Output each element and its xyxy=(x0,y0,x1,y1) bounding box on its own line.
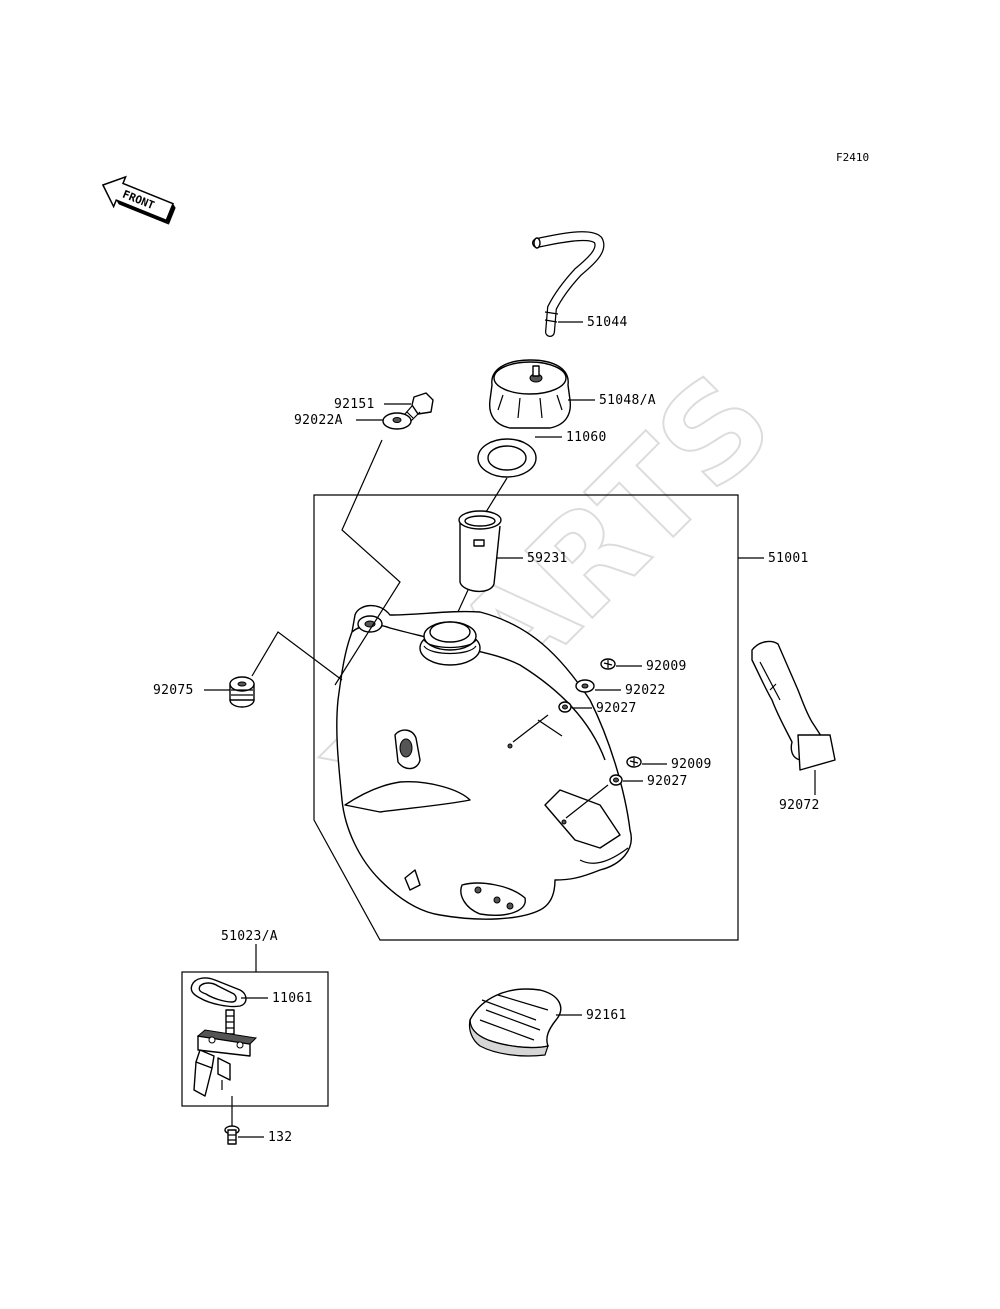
label-92072: 92072 xyxy=(779,798,820,813)
front-arrow-icon: FRONT xyxy=(101,175,176,225)
fuel-cock-part xyxy=(193,1009,258,1097)
label-92027-upper: 92027 xyxy=(596,701,637,716)
assembly-bracket-51001 xyxy=(313,494,739,941)
label-92075: 92075 xyxy=(153,683,194,698)
screw-132-part xyxy=(224,1125,240,1145)
fuel-cock-assembly-box xyxy=(181,971,329,1107)
label-92022: 92022 xyxy=(625,683,666,698)
filter-59231-part xyxy=(458,510,502,592)
washer-92022a-part xyxy=(382,412,412,430)
label-51044: 51044 xyxy=(587,315,628,330)
grommet-92075-part xyxy=(229,676,255,708)
gasket-11061-part xyxy=(190,977,247,1008)
label-92027-lower: 92027 xyxy=(647,774,688,789)
gasket-ring-11060-part xyxy=(477,438,537,478)
label-51001: 51001 xyxy=(768,551,809,566)
breather-hose-part xyxy=(532,231,605,337)
clip-92027-upper-part xyxy=(558,701,572,713)
label-92151: 92151 xyxy=(334,397,375,412)
label-59231: 59231 xyxy=(527,551,568,566)
fuel-cap-part xyxy=(488,359,572,429)
label-92161: 92161 xyxy=(586,1008,627,1023)
label-51048a: 51048/A xyxy=(599,393,656,408)
label-92009-upper: 92009 xyxy=(646,659,687,674)
fuel-tank-part xyxy=(336,604,632,920)
screw-92009-upper-part xyxy=(600,658,616,670)
washer-92022-part xyxy=(575,679,595,693)
label-51023a: 51023/A xyxy=(221,929,278,944)
screw-92009-lower-part xyxy=(626,756,642,768)
pad-92161-part xyxy=(468,988,562,1057)
label-11060: 11060 xyxy=(566,430,607,445)
clip-92027-lower-part xyxy=(609,774,623,786)
strap-92072-part xyxy=(751,640,836,771)
figure-code: F2410 xyxy=(836,151,869,164)
label-92009-lower: 92009 xyxy=(671,757,712,772)
label-132: 132 xyxy=(268,1130,292,1145)
label-11061: 11061 xyxy=(272,991,313,1006)
label-92022a: 92022A xyxy=(294,413,343,428)
